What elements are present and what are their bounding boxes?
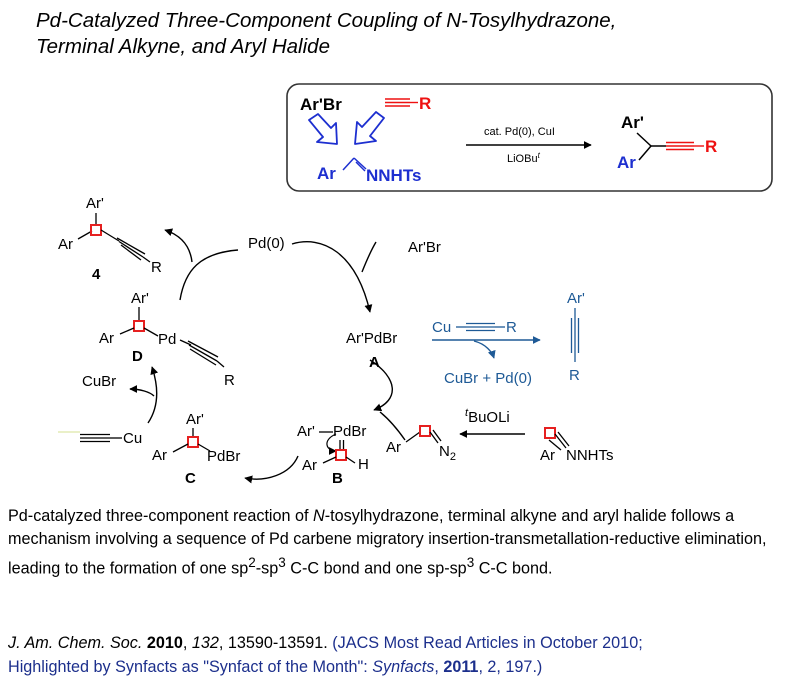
carbene-carbon-marker bbox=[133, 320, 145, 332]
svg-text:R: R bbox=[569, 367, 580, 384]
alkyne-r-label: R bbox=[419, 94, 431, 113]
hydrazone-nnhts-label: NNHTs bbox=[366, 166, 421, 185]
copper-acetylide: Cu bbox=[58, 430, 142, 447]
svg-text:Ar: Ar bbox=[99, 330, 114, 347]
svg-text:4: 4 bbox=[92, 266, 101, 283]
svg-text:Ar: Ar bbox=[540, 447, 555, 464]
intermediate-d: Ar' Ar Pd R D bbox=[99, 290, 235, 389]
intermediate-a-formula: Ar'PdBr bbox=[346, 330, 397, 347]
migratory-insertion-arrow bbox=[244, 455, 299, 484]
reference-note: (JACS Most Read Articles in October 2010… bbox=[8, 634, 643, 676]
side-r-label: R bbox=[506, 319, 517, 336]
aryl-halide-label: Ar'Br bbox=[300, 95, 342, 114]
svg-text:Ar: Ar bbox=[302, 457, 317, 474]
svg-text:Ar': Ar' bbox=[567, 290, 585, 307]
svg-text:Ar: Ar bbox=[58, 236, 73, 253]
svg-text:Ar': Ar' bbox=[621, 113, 644, 132]
journal-name: J. Am. Chem. Soc. bbox=[8, 634, 143, 652]
carbene-carbon-marker bbox=[419, 425, 431, 437]
svg-text:Ar': Ar' bbox=[297, 423, 315, 440]
overview-box: Ar'Br R Ar NNHTs cat. Pd(0), CuI LiOBut … bbox=[286, 83, 773, 192]
svg-text:Ar': Ar' bbox=[131, 290, 149, 307]
reaction-scheme: Ar'Br R Ar NNHTs cat. Pd(0), CuI LiOBut … bbox=[58, 83, 773, 487]
svg-text:NNHTs: NNHTs bbox=[566, 447, 614, 464]
cubr-release-arrow bbox=[129, 385, 155, 397]
hydrazone-ar-label: Ar bbox=[317, 164, 336, 183]
svg-text:D: D bbox=[132, 348, 143, 365]
svg-text:Ar: Ar bbox=[152, 447, 167, 464]
arbr-addition-arrow bbox=[361, 241, 377, 273]
carbene-carbon-marker bbox=[187, 436, 199, 448]
svg-text:H: H bbox=[358, 456, 369, 473]
conditions-bottom-label: LiOBut bbox=[507, 151, 541, 165]
svg-text:Ar': Ar' bbox=[186, 411, 204, 428]
description: Pd-catalyzed three-component reaction of… bbox=[8, 507, 767, 578]
svg-text:R: R bbox=[151, 259, 162, 276]
side-cu-label: Cu bbox=[432, 319, 451, 336]
diazo-addition-arrow bbox=[379, 411, 406, 441]
cubr-label: CuBr bbox=[82, 373, 116, 390]
side-byproduct-arrow bbox=[473, 340, 496, 359]
intermediate-b: Ar' PdBr Ar H B bbox=[297, 423, 369, 487]
product-4: Ar' Ar R 4 bbox=[58, 195, 162, 283]
transmetallation-arrow bbox=[147, 366, 159, 424]
carbene-formation-arrow bbox=[369, 359, 393, 412]
down-right-hollow-arrow-icon bbox=[308, 113, 338, 145]
intermediate-c: Ar' Ar PdBr C bbox=[152, 411, 240, 487]
down-left-hollow-arrow-icon bbox=[354, 111, 385, 145]
page-title: Pd-Catalyzed Three-Component Coupling of… bbox=[36, 8, 616, 60]
diazo-compound: Ar N2 bbox=[386, 425, 456, 463]
side-diyne-product: Ar' R bbox=[567, 290, 585, 384]
svg-text:Ar': Ar' bbox=[86, 195, 104, 212]
svg-text:Pd: Pd bbox=[158, 331, 176, 348]
tosylhydrazone: Ar NNHTs bbox=[540, 427, 614, 464]
svg-text:N2: N2 bbox=[439, 443, 456, 463]
reductive-elimination-arrow bbox=[179, 249, 239, 301]
base-label: tBuOLi bbox=[465, 407, 510, 426]
svg-text:Cu: Cu bbox=[123, 430, 142, 447]
side-byproduct-label: CuBr + Pd(0) bbox=[444, 370, 532, 387]
oxidative-addition-arrow bbox=[291, 241, 373, 313]
overview-product: Ar' Ar R bbox=[617, 113, 717, 172]
svg-text:C: C bbox=[185, 470, 196, 487]
side-reaction: Cu R CuBr + Pd(0) Ar' R bbox=[432, 290, 585, 387]
carbene-carbon-marker bbox=[335, 449, 347, 461]
svg-text:Ar: Ar bbox=[386, 439, 401, 456]
svg-text:R: R bbox=[224, 372, 235, 389]
catalytic-cycle: Pd(0) Ar'Br Ar'PdBr A Ar' Ar R 4 Ar' bbox=[58, 195, 614, 487]
svg-text:PdBr: PdBr bbox=[207, 448, 240, 465]
reference: J. Am. Chem. Soc. 2010, 132, 13590-13591… bbox=[8, 634, 643, 676]
arbr-reagent-label: Ar'Br bbox=[408, 239, 441, 256]
overview-box-frame bbox=[286, 83, 773, 192]
product-release-arrow bbox=[164, 228, 193, 263]
svg-text:PdBr: PdBr bbox=[333, 423, 366, 440]
terminal-alkyne: R bbox=[385, 94, 431, 113]
svg-text:R: R bbox=[705, 137, 717, 156]
title-line-1: Pd-Catalyzed Three-Component Coupling of… bbox=[36, 9, 617, 32]
title-line-2: Terminal Alkyne, and Aryl Halide bbox=[36, 35, 330, 58]
pd0-label: Pd(0) bbox=[248, 235, 285, 252]
svg-text:B: B bbox=[332, 470, 343, 487]
svg-text:Ar: Ar bbox=[617, 153, 636, 172]
carbene-carbon-marker bbox=[90, 224, 102, 236]
conditions-top-label: cat. Pd(0), CuI bbox=[484, 126, 555, 138]
carbene-carbon-marker bbox=[544, 427, 556, 439]
